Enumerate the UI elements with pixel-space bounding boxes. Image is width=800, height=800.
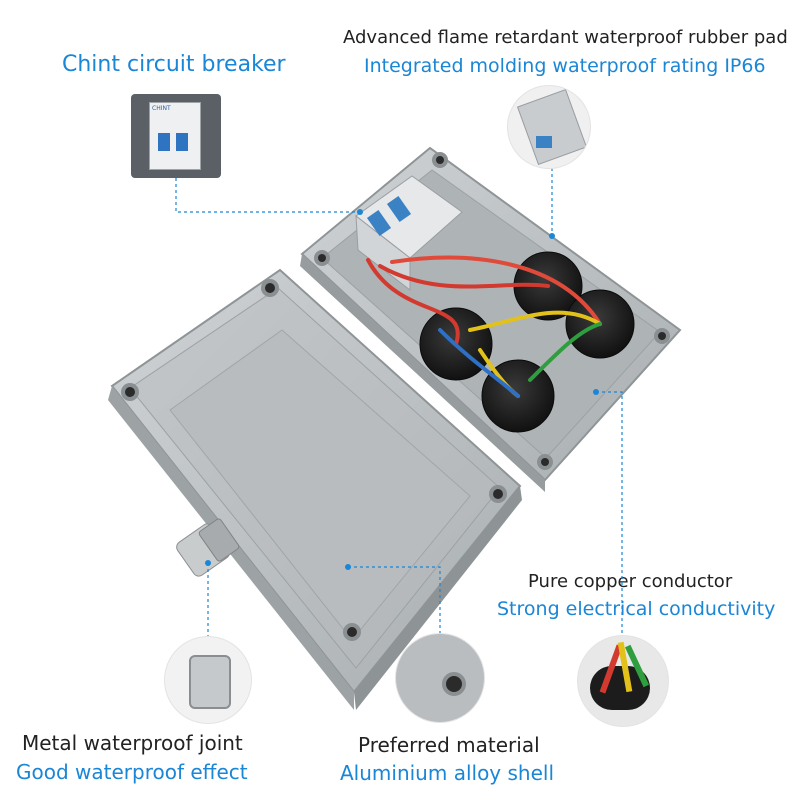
wires — [366, 255, 602, 398]
breaker-inset: CHINT — [131, 94, 221, 178]
conductor-callout-subtitle: Strong electrical conductivity — [497, 598, 776, 620]
circuit-breaker — [355, 175, 463, 292]
conductor-inset — [578, 636, 668, 726]
breaker-inset-body: CHINT — [149, 102, 201, 170]
material-inset — [396, 634, 484, 722]
rubber-pad-inset-shell — [516, 88, 588, 166]
rubber-pad-callout-title: Advanced flame retardant waterproof rubb… — [343, 27, 788, 48]
breaker-toggle-right — [176, 133, 188, 151]
breaker-callout-title: Chint circuit breaker — [62, 52, 286, 77]
conductor-callout-title: Pure copper conductor — [528, 571, 733, 592]
breaker-brand-label: CHINT — [152, 105, 171, 112]
breaker-toggle-left — [158, 133, 170, 151]
rubber-pad-callout-subtitle: Integrated molding waterproof rating IP6… — [364, 55, 766, 77]
box-body — [108, 268, 522, 710]
callout-dots — [205, 209, 599, 570]
material-callout-title: Preferred material — [358, 733, 540, 757]
rubber-pad-inset-connector — [536, 136, 552, 148]
callout-leaders — [175, 168, 623, 660]
joint-callout-subtitle: Good waterproof effect — [16, 760, 248, 784]
material-inset-hole — [442, 672, 466, 696]
material-callout-subtitle: Aluminium alloy shell — [340, 761, 555, 785]
joint-inset-gland — [189, 655, 231, 709]
joint-inset — [165, 637, 251, 723]
joint-callout-title: Metal waterproof joint — [22, 731, 243, 755]
cable-gland — [176, 518, 240, 577]
rubber-pad-inset — [508, 86, 590, 168]
